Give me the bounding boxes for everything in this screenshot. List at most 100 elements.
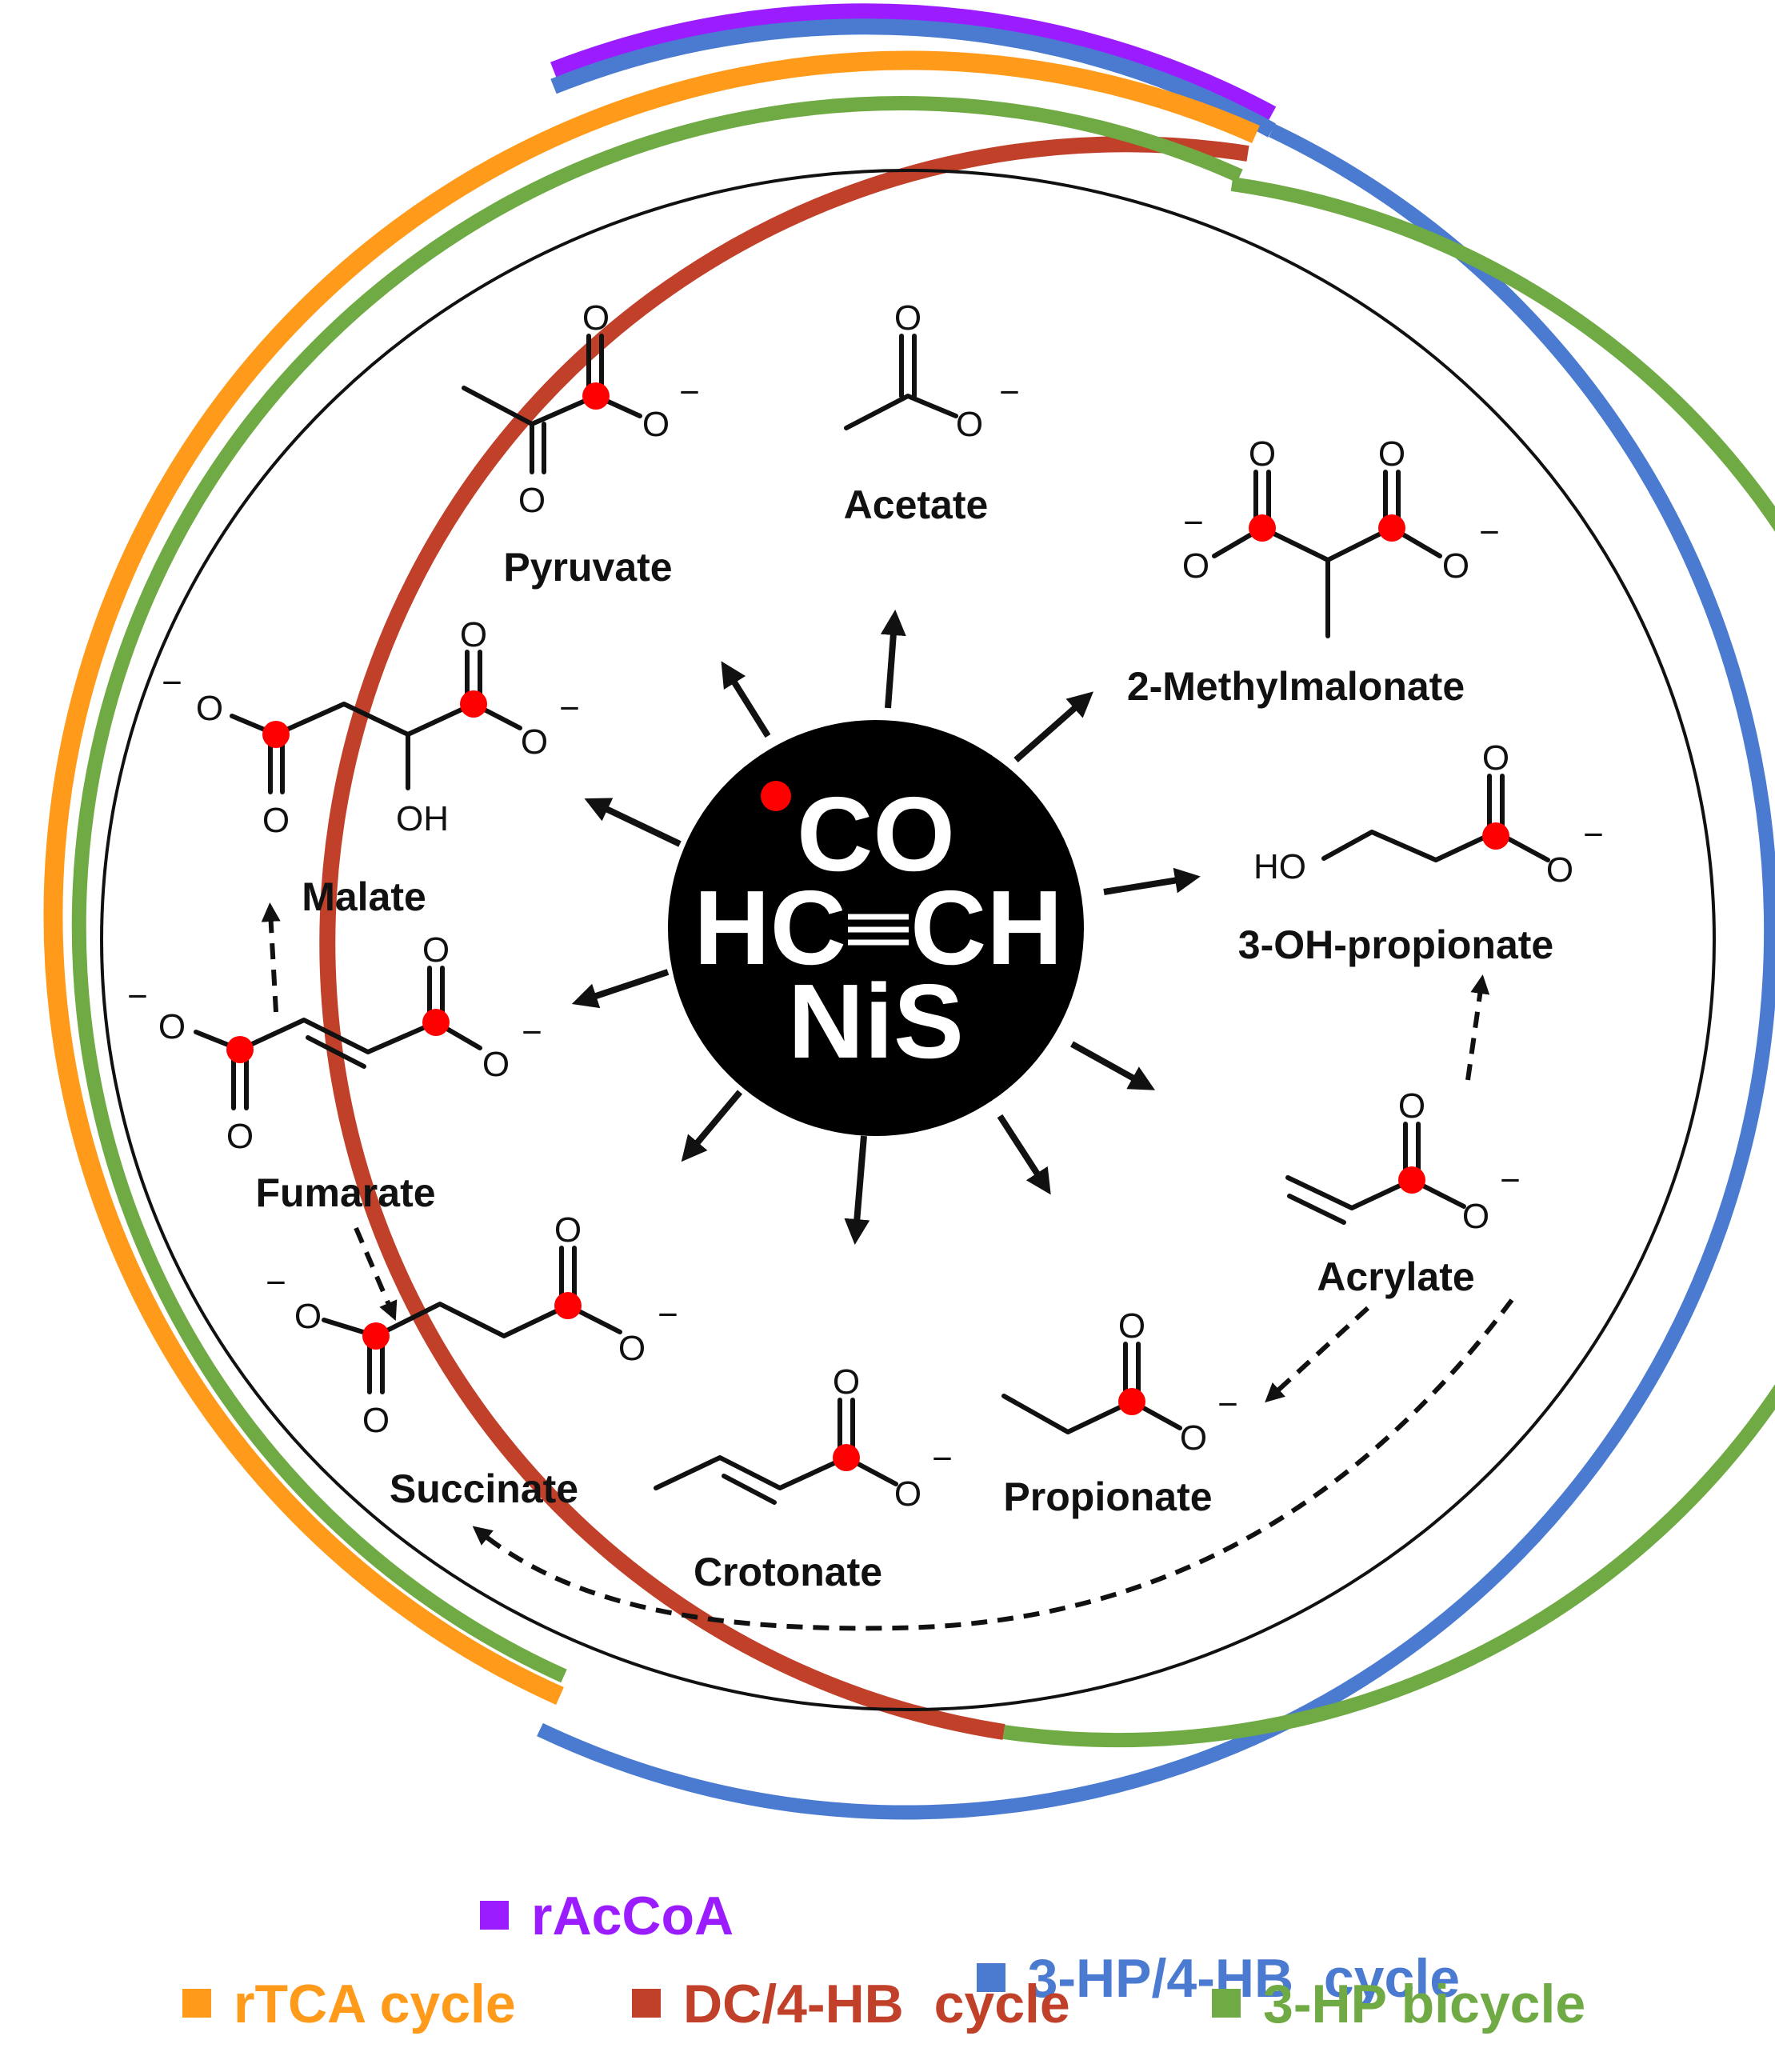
atom-o: O	[518, 481, 546, 520]
arc-rtca	[43, 50, 1260, 1705]
carboxyl-dot	[226, 1036, 254, 1063]
radial-arrows	[571, 610, 1201, 1245]
atom-o: O	[582, 298, 610, 338]
atom-charge: −	[1583, 815, 1604, 854]
conversion-arrows	[261, 902, 1514, 1631]
atom-o: O	[362, 1401, 390, 1440]
atom-oxyanion: O	[618, 1329, 646, 1368]
arrow-acrylate-sector	[1070, 1041, 1155, 1090]
atom-oxyanion: O	[956, 405, 983, 444]
arrow-crotonate	[844, 1135, 870, 1245]
arrow-hydroxypropionate	[1103, 867, 1201, 895]
molecule-pyruvate: O O O − Pyruvate	[462, 298, 700, 590]
carboxyl-dot	[422, 1009, 450, 1036]
label-crotonate: Crotonate	[694, 1550, 882, 1594]
arrow-propionate	[997, 1114, 1051, 1195]
dashed-arrow-acrylate-hydroxypropionate	[1465, 974, 1490, 1081]
label-acetate: Acetate	[844, 482, 989, 527]
arrow-methylmalonate	[1013, 691, 1093, 762]
atom-charge: −	[932, 1439, 953, 1478]
atom-o: O	[226, 1117, 254, 1156]
molecule-methylmalonate: O O O − O − 2-Methylmalonate	[1127, 434, 1500, 709]
molecule-propionate: O O − Propionate	[1001, 1306, 1238, 1519]
legend-swatch	[976, 1963, 1005, 1993]
carboxyl-dot	[1482, 822, 1509, 850]
legend-label: rTCA cycle	[234, 1974, 516, 2034]
atom-hydroxyl-left: HO	[1253, 847, 1306, 886]
legend-item-3hp-4hb: 3-HP/4-HB cycle	[916, 1885, 1460, 2072]
atom-charge: −	[1217, 1385, 1238, 1424]
atom-charge: −	[1479, 513, 1500, 552]
carboxyl-dot	[1249, 514, 1276, 542]
atom-oxyanion: O	[521, 722, 548, 762]
carboxyl-dot	[582, 382, 610, 410]
atom-charge: −	[266, 1263, 286, 1302]
legend-item-dc-4hb: DC/4-HB cycle	[632, 1973, 1070, 2035]
atom-charge: −	[162, 663, 182, 702]
legend-item-3hp-bicycle: 3-HP bicycle	[1212, 1973, 1585, 2035]
carboxyl-dot	[1378, 514, 1405, 542]
atom-oxyanion: O	[1442, 546, 1469, 586]
legend-swatch	[632, 1989, 661, 2018]
carboxyl-dot	[460, 690, 487, 718]
atom-hydroxyl: OH	[396, 799, 449, 838]
atom-o: O	[262, 801, 290, 840]
triple-bond	[848, 914, 909, 946]
center-nis: NiS	[788, 962, 964, 1080]
legend-item-rtca: rTCA cycle	[182, 1973, 516, 2035]
label-fumarate: Fumarate	[255, 1170, 435, 1215]
center-hc: HC	[694, 869, 846, 986]
atom-charge: −	[559, 689, 580, 728]
atom-charge: −	[127, 977, 148, 1016]
carboxyl-dot	[1398, 1166, 1425, 1194]
inner-circle	[100, 169, 1716, 1711]
legend-item-racoa: rAcCoA	[480, 1885, 734, 1947]
atom-oxyanion: O	[894, 1474, 921, 1514]
atom-oxyanion: O	[1180, 1418, 1207, 1458]
center-co: CO	[797, 775, 955, 893]
atom-oxyanion: O	[1462, 1197, 1489, 1236]
legend-swatch	[182, 1989, 211, 2018]
atom-o: O	[554, 1210, 582, 1250]
arc-3hp-4hb-top	[550, 18, 1276, 138]
atom-o: O	[1398, 1086, 1425, 1126]
center-ch: CH	[910, 869, 1063, 986]
atom-oxyanion: O	[196, 689, 223, 728]
molecule-succinate: O − O O O − Succinate	[266, 1210, 678, 1511]
arrow-pyruvate	[721, 661, 771, 738]
atom-charge: −	[1500, 1161, 1521, 1200]
dashed-arrow-fumarate-malate	[261, 902, 281, 1013]
label-malate: Malate	[302, 874, 426, 919]
molecule-malate: O − O O O − OH Malate	[162, 615, 580, 919]
arc-3hp-bicycle-left	[72, 96, 1243, 1683]
atom-charge: −	[999, 373, 1020, 412]
label-succinate: Succinate	[390, 1466, 578, 1511]
arrow-succinate	[681, 1090, 743, 1162]
arrow-acetate	[880, 610, 906, 709]
carboxyl-dot	[1118, 1388, 1145, 1415]
dashed-arrow-fumarate-succinate	[354, 1226, 398, 1322]
atom-oxyanion: O	[1546, 850, 1573, 890]
atom-oxyanion: O	[1182, 546, 1209, 586]
molecule-acetate: O O − Acetate	[844, 298, 1020, 527]
radical-dot	[761, 781, 791, 811]
legend-label: 3-HP bicycle	[1263, 1974, 1586, 2034]
label-methylmalonate: 2-Methylmalonate	[1127, 664, 1465, 709]
legend-label: rAcCoA	[531, 1886, 734, 1946]
label-propionate: Propionate	[1003, 1474, 1212, 1519]
dashed-arrow-acrylate-succinate	[472, 1298, 1514, 1631]
arc-3hp-bicycle-right	[1002, 177, 1775, 1748]
legend-label: DC/4-HB cycle	[683, 1974, 1070, 2034]
label-pyruvate: Pyruvate	[503, 545, 672, 590]
carboxyl-dot	[362, 1322, 390, 1350]
legend-swatch	[480, 1901, 509, 1930]
atom-o: O	[422, 930, 450, 970]
legend: rAcCoA 3-HP/4-HB cycle	[0, 1885, 1775, 2009]
center-core: CO HC CH NiS	[668, 720, 1084, 1136]
atom-o: O	[1118, 1306, 1145, 1346]
legend-label: 3-HP/4-HB cycle	[1027, 1948, 1461, 2009]
arrow-malate	[584, 798, 682, 847]
molecule-hydroxypropionate: HO O O − 3-OH-propionate	[1238, 738, 1604, 967]
atom-oxyanion: O	[158, 1007, 186, 1046]
